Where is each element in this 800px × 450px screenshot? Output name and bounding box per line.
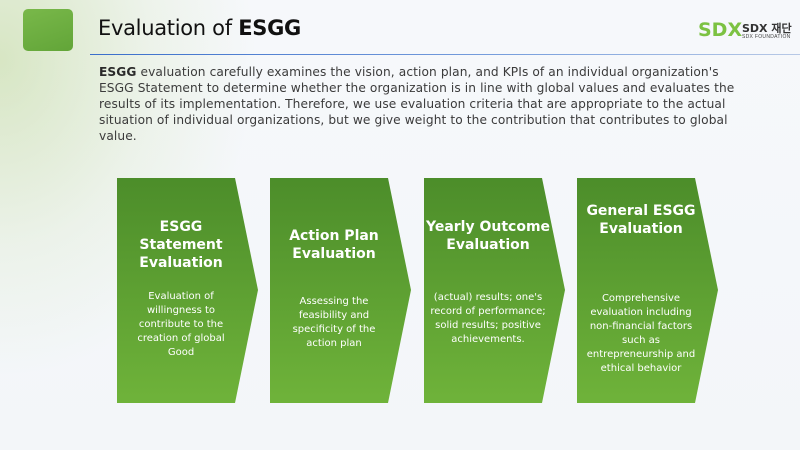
evaluation-card-general: General ESGG Evaluation Comprehensive ev… bbox=[577, 178, 718, 403]
card-description: (actual) results; one's record of perfor… bbox=[430, 292, 546, 345]
card-description: Evaluation of willingness to contribute … bbox=[137, 291, 225, 358]
evaluation-card-statement: ESGG Statement Evaluation Evaluation of … bbox=[117, 178, 258, 403]
page-title: Evaluation of ESGG bbox=[98, 16, 301, 40]
card-title: Action Plan Evaluation bbox=[289, 228, 379, 262]
card-description: Comprehensive evaluation including non-f… bbox=[586, 293, 696, 374]
card-arrow-shape bbox=[577, 178, 718, 403]
intro-paragraph: ESGG evaluation carefully examines the v… bbox=[99, 64, 739, 144]
brand-subtitle: SDX FOUNDATION bbox=[742, 34, 791, 40]
card-title: Yearly Outcome Evaluation bbox=[425, 219, 551, 253]
evaluation-card-yearly-outcome: Yearly Outcome Evaluation (actual) resul… bbox=[424, 178, 565, 403]
card-arrow-shape bbox=[117, 178, 258, 403]
brand-mark: SDX bbox=[698, 19, 743, 41]
card-arrow-shape bbox=[424, 178, 565, 403]
brand-name: SDX 재단 bbox=[742, 22, 792, 35]
card-arrow-shape bbox=[270, 178, 411, 403]
green-logo-square bbox=[23, 9, 73, 51]
intro-text: evaluation carefully examines the vision… bbox=[99, 65, 735, 143]
title-prefix: Evaluation of bbox=[98, 16, 232, 40]
title-divider bbox=[90, 54, 800, 55]
evaluation-card-action-plan: Action Plan Evaluation Assessing the fea… bbox=[270, 178, 411, 403]
title-bold: ESGG bbox=[238, 16, 301, 40]
intro-lead: ESGG bbox=[99, 65, 137, 79]
card-description: Assessing the feasibility and specificit… bbox=[292, 296, 376, 349]
card-title: ESGG Statement Evaluation bbox=[139, 219, 223, 271]
card-title: General ESGG Evaluation bbox=[586, 203, 696, 237]
